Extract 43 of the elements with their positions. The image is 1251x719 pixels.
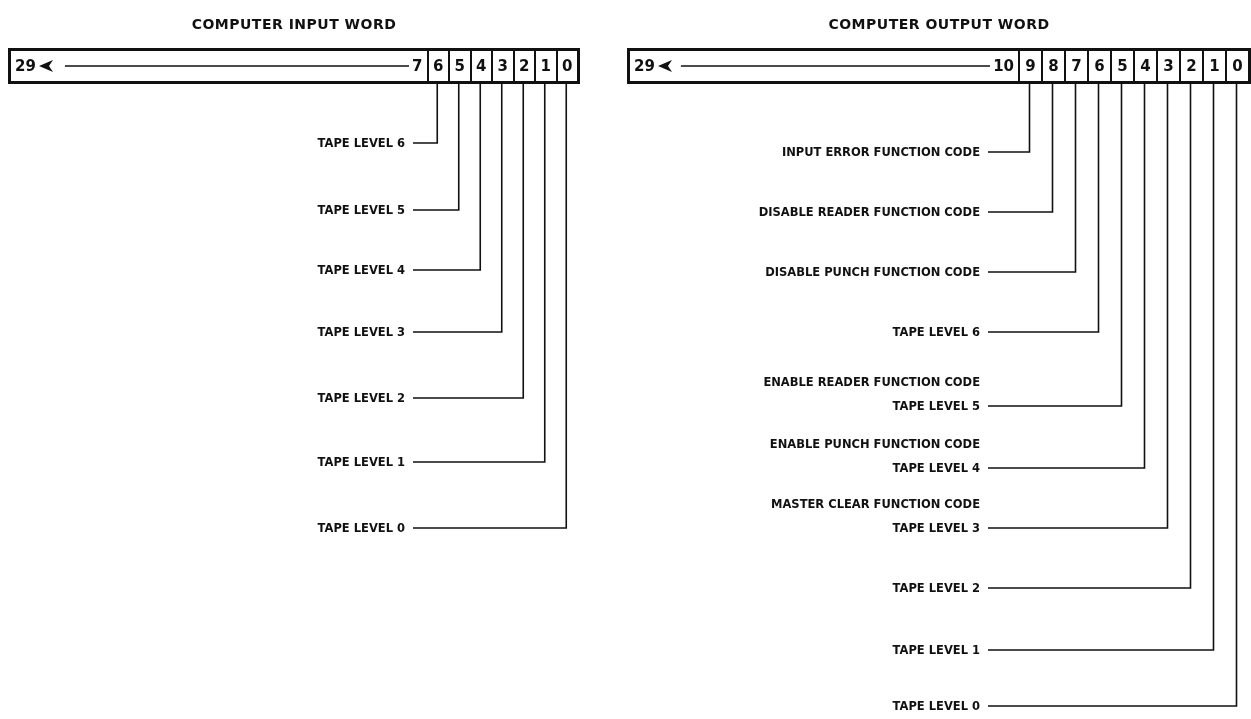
field-label: TAPE LEVEL 0 [892,698,980,714]
field-label: TAPE LEVEL 2 [892,580,980,596]
bit-number-cell: 7 [1064,51,1087,81]
field-label: TAPE LEVEL 6 [317,135,405,151]
field-label: DISABLE PUNCH FUNCTION CODE [765,264,980,280]
field-label: TAPE LEVEL 6 [892,324,980,340]
word-title: COMPUTER INPUT WORD [191,16,397,32]
bit-number-cell: 0 [555,51,577,81]
bit-number-cell: 4 [1133,51,1156,81]
bit-number-cell: 6 [426,51,448,81]
field-label: DISABLE READER FUNCTION CODE [758,204,980,220]
bit-number: 10 [993,57,1014,75]
field-label: TAPE LEVEL 4 [317,262,405,278]
field-label: TAPE LEVEL 5 [317,202,405,218]
bit-number-cell: 5 [1110,51,1133,81]
field-label: TAPE LEVEL 1 [317,454,405,470]
bit-number-cell: 1 [534,51,556,81]
word-title: COMPUTER OUTPUT WORD [828,16,1050,32]
field-label: TAPE LEVEL 1 [892,642,980,658]
field-label: TAPE LEVEL 4 [891,460,980,476]
bit-number-cell: 6 [1087,51,1110,81]
bit-number-cell: 2 [512,51,534,81]
bit-number: 7 [412,57,423,75]
bit-number-cell: 0 [1225,51,1248,81]
bit-number-cell: 3 [491,51,513,81]
field-label: INPUT ERROR FUNCTION CODE [781,144,980,160]
field-label: TAPE LEVEL 3 [891,520,980,536]
bit-number-cell: 1 [1202,51,1225,81]
field-label: MASTER CLEAR FUNCTION CODE [771,496,980,512]
bit-number: 29 [634,57,655,75]
bit-number-cell: 2 [1179,51,1202,81]
bit-number-cell: 8 [1041,51,1064,81]
field-label: TAPE LEVEL 2 [317,390,405,406]
bit-number-cell: 4 [469,51,491,81]
field-label: TAPE LEVEL 0 [317,520,405,536]
bit-number-cell: 5 [448,51,470,81]
field-label: TAPE LEVEL 3 [317,324,405,340]
field-label: ENABLE READER FUNCTION CODE [763,374,980,390]
bit-number-cell: 9 [1018,51,1041,81]
field-label: ENABLE PUNCH FUNCTION CODE [769,436,980,452]
bit-number: 29 [15,57,36,75]
field-label: TAPE LEVEL 5 [891,398,980,414]
bit-number-cell: 3 [1156,51,1179,81]
